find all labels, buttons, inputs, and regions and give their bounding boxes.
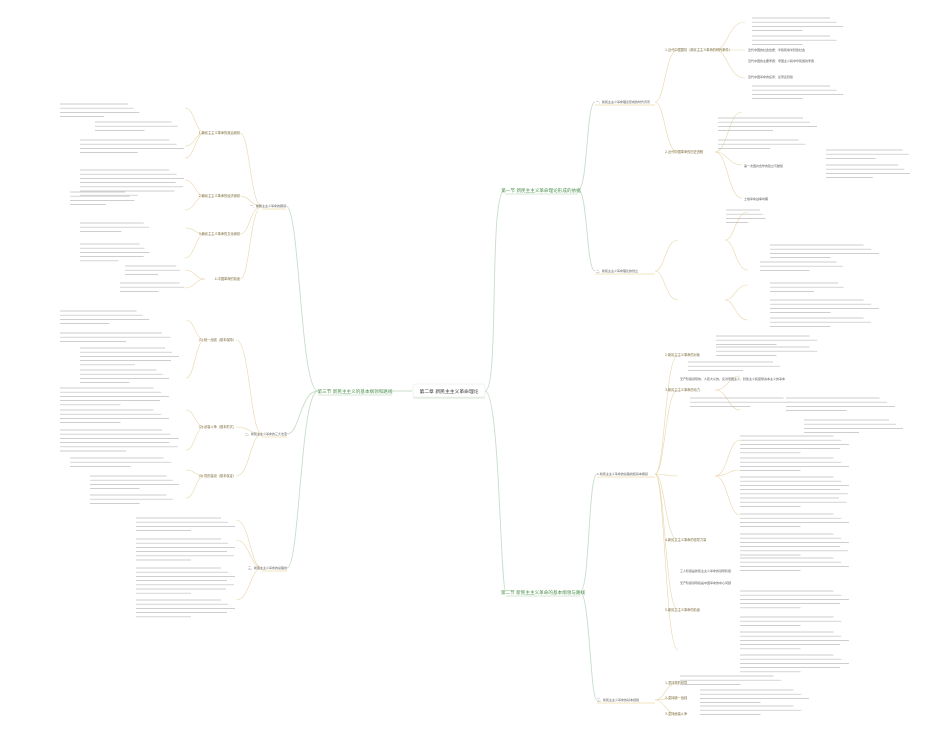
hub-left-label: 第三节 新民主主义的基本纲领和路线 bbox=[318, 388, 393, 395]
right-branch-2[interactable]: 2.近代中国革命的历史进程 bbox=[665, 149, 704, 154]
connector-left-s3 bbox=[286, 390, 319, 569]
connector-rt-s1 bbox=[577, 101, 596, 191]
right-section-3[interactable]: 1.新民主主义革命的总路线和基本纲领 bbox=[597, 471, 648, 476]
leaf-note-lines bbox=[60, 17, 911, 715]
right-branch-9[interactable]: 3.坚持武装斗争 bbox=[665, 711, 688, 716]
left-sections: 一、新民主主义革命的纲领 二、新民主主义革命的三大法宝 三、新民主主义革命的总路… bbox=[245, 203, 287, 572]
connector-rb-s1 bbox=[579, 473, 598, 593]
left-branch-labels: 1.新民主主义革命的政治纲领 2.新民主主义革命的经济纲领 3.新民主主义革命的… bbox=[199, 130, 241, 478]
hub-right-top-label: 第一节 新民主主义革命理论形成的依据 bbox=[501, 187, 581, 194]
left-branch-3[interactable]: 3.新民主主义革命的文化纲领 bbox=[199, 231, 241, 236]
root-node[interactable]: 第二章 新民主主义革命理论 bbox=[412, 383, 486, 399]
right-branch-7[interactable]: 1.坚持党的领导 bbox=[665, 680, 687, 685]
hub-right-bottom-label: 第二节 新民主主义革命的基本纲领与路线 bbox=[501, 589, 586, 596]
note-red-3: 近代中国革命的任务：反帝反封建 bbox=[748, 74, 793, 79]
right-branch-1[interactable]: 1.近代中国国情（新民主主义革命的时代条件） bbox=[665, 47, 732, 52]
note-red-6: 无产阶级领导权是中国革命的中心问题 bbox=[680, 580, 731, 585]
connector-left-s1 bbox=[285, 205, 319, 392]
sub-connectors bbox=[184, 21, 749, 715]
right-branch-3[interactable]: 2.新民主主义革命的对象 bbox=[665, 352, 701, 357]
left-branch-4[interactable]: 4.中国革命的前途 bbox=[215, 276, 241, 281]
connector-root-right-bottom bbox=[484, 390, 507, 593]
left-section-1[interactable]: 一、新民主主义革命的纲领 bbox=[250, 203, 286, 208]
right-section-2[interactable]: 二、新民主主义革命理论的创立 bbox=[596, 268, 638, 273]
hub-left[interactable]: 第三节 新民主主义的基本纲领和路线 bbox=[318, 388, 393, 396]
note-red-2: 近代中国的主要矛盾：帝国主义和中华民族的矛盾 bbox=[748, 58, 814, 63]
note-blue-1: 第一次国共合作的建立与破裂 bbox=[744, 163, 783, 168]
connector-left-s2 bbox=[286, 390, 319, 435]
connector-rt-s2 bbox=[577, 189, 596, 272]
right-branch-4[interactable]: 3.新民主主义革命的动力 bbox=[665, 387, 700, 392]
left-section-3[interactable]: 三、新民主主义革命的总路线 bbox=[248, 565, 287, 570]
left-branch-6[interactable]: (2) 武装斗争（基本形式） bbox=[199, 424, 236, 429]
connector-root-right-top bbox=[484, 189, 506, 392]
note-red-4: 无产阶级领导的，人民大众的，反对帝国主义、封建主义和官僚资本主义的革命 bbox=[680, 376, 785, 381]
note-red-5: 工人阶级是新民主主义革命的领导阶级 bbox=[680, 568, 731, 573]
main-connectors bbox=[285, 101, 598, 701]
left-branch-5[interactable]: (1) 统一战线（基本保障） bbox=[199, 337, 236, 342]
hub-right-bottom[interactable]: 第二节 新民主主义革命的基本纲领与路线 bbox=[501, 589, 586, 597]
hub-right-top[interactable]: 第一节 新民主主义革命理论形成的依据 bbox=[501, 187, 581, 195]
connector-rb-s2 bbox=[579, 591, 598, 701]
right-branch-8[interactable]: 2.坚持统一战线 bbox=[665, 695, 688, 700]
note-red-1: 近代中国的社会性质：半殖民地半封建社会 bbox=[748, 47, 805, 52]
right-branch-6[interactable]: 5.新民主主义革命的前途 bbox=[665, 607, 701, 612]
left-branch-2[interactable]: 2.新民主主义革命的经济纲领 bbox=[199, 193, 241, 198]
right-branch-5[interactable]: 4.新民主主义革命的领导力量 bbox=[665, 537, 707, 542]
root-label: 第二章 新民主主义革命理论 bbox=[419, 388, 478, 395]
right-branch-labels: 1.近代中国国情（新民主主义革命的时代条件） 2.近代中国革命的历史进程 2.新… bbox=[665, 47, 732, 716]
left-section-2[interactable]: 二、新民主主义革命的三大法宝 bbox=[245, 431, 287, 436]
right-section-4[interactable]: 三、新民主主义革命的基本经验 bbox=[597, 697, 639, 702]
left-branch-1[interactable]: 1.新民主主义革命的政治纲领 bbox=[199, 130, 241, 135]
right-section-1[interactable]: 一、新民主主义革命理论形成的时代背景 bbox=[596, 99, 650, 104]
note-blue-2: 土地革命战争时期 bbox=[744, 196, 768, 201]
highlight-notes: 近代中国的社会性质：半殖民地半封建社会 近代中国的主要矛盾：帝国主义和中华民族的… bbox=[680, 47, 814, 585]
left-branch-7[interactable]: (3) 党的建设（基本保证） bbox=[199, 473, 236, 478]
right-sections: 一、新民主主义革命理论形成的时代背景 二、新民主主义革命理论的创立 1.新民主主… bbox=[595, 99, 655, 704]
